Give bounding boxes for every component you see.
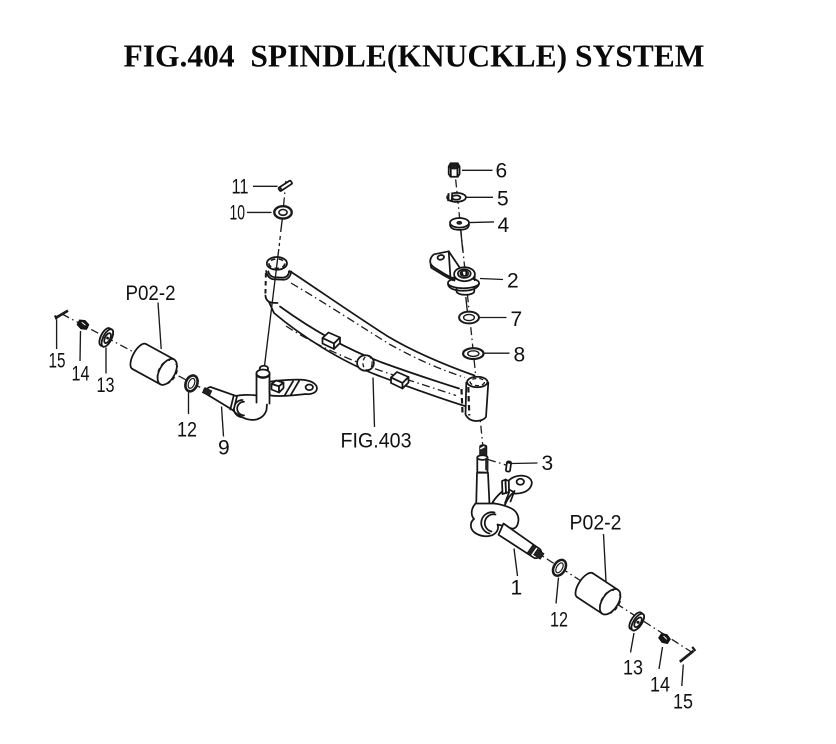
svg-text:12: 12 [550, 609, 568, 632]
svg-text:13: 13 [623, 657, 643, 680]
svg-text:3: 3 [542, 452, 554, 475]
svg-text:5: 5 [497, 188, 509, 211]
svg-text:9: 9 [218, 437, 230, 460]
svg-text:1: 1 [511, 577, 523, 600]
svg-text:14: 14 [72, 363, 90, 386]
svg-text:6: 6 [496, 160, 508, 183]
svg-text:15: 15 [49, 350, 66, 373]
svg-text:P02-2: P02-2 [126, 282, 176, 305]
svg-text:FIG.404 SPINDLE(KNUCKLE) SYST: FIG.404 SPINDLE(KNUCKLE) SYSTEM [123, 39, 704, 74]
svg-text:8: 8 [514, 344, 526, 367]
svg-text:4: 4 [498, 214, 510, 237]
svg-text:14: 14 [650, 674, 670, 697]
svg-text:2: 2 [507, 270, 519, 293]
svg-text:7: 7 [511, 308, 523, 331]
svg-text:10: 10 [230, 202, 246, 225]
svg-text:15: 15 [673, 691, 693, 714]
svg-text:P02-2: P02-2 [570, 512, 622, 535]
svg-text:FIG.403: FIG.403 [341, 430, 412, 453]
svg-text:13: 13 [97, 374, 115, 397]
svg-text:12: 12 [177, 418, 197, 441]
svg-text:11: 11 [232, 176, 249, 199]
